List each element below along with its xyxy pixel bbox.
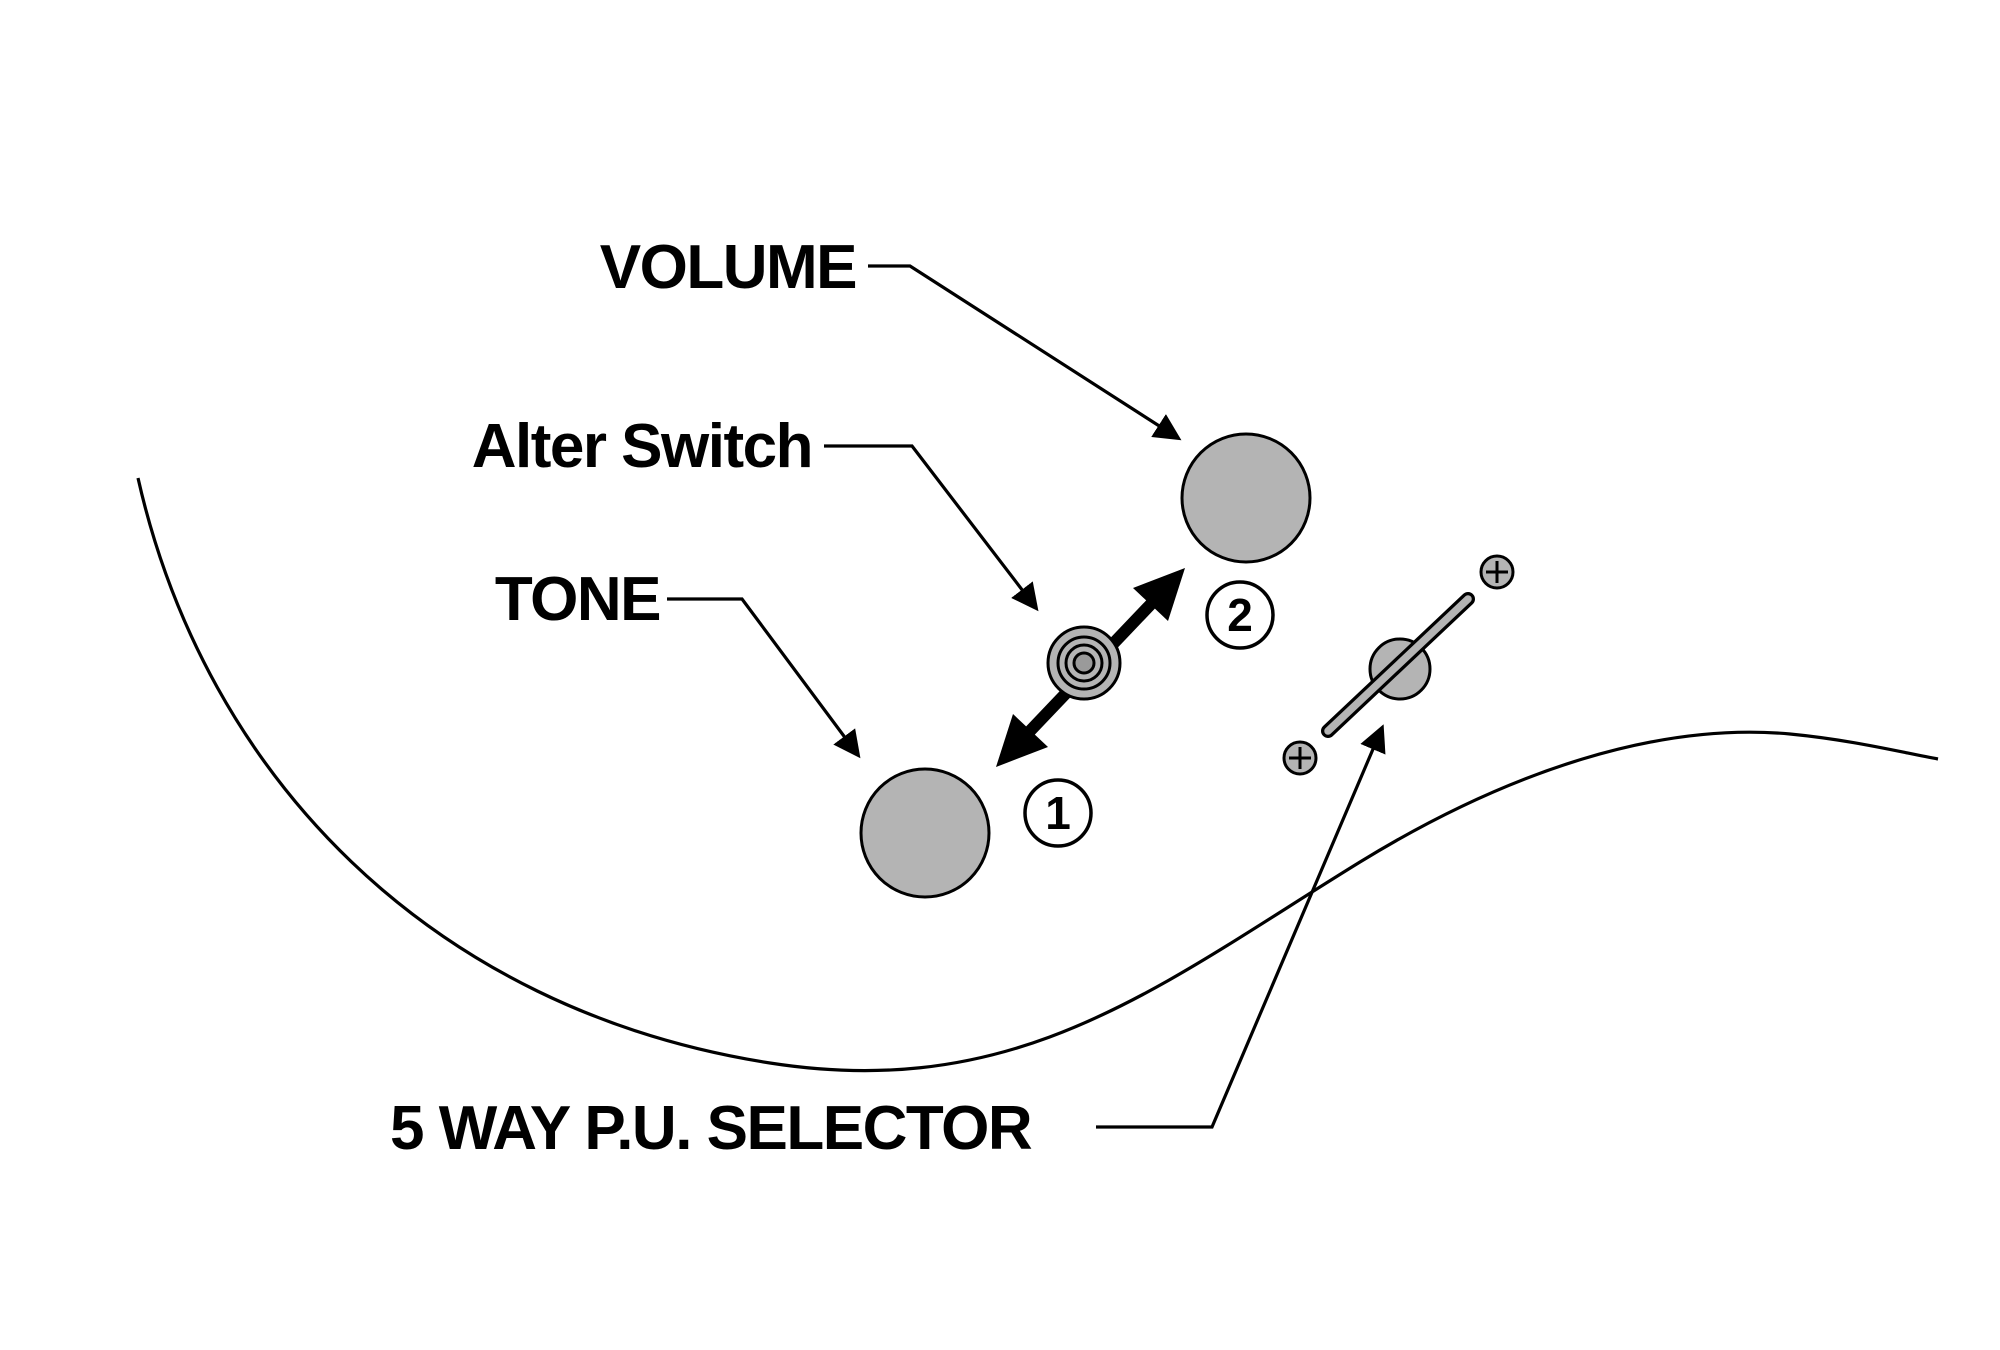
volume-label: VOLUME bbox=[600, 233, 856, 302]
alter-switch-label: Alter Switch bbox=[472, 412, 812, 481]
alter-switch-pointer-line bbox=[824, 444, 1039, 612]
step-1-badge: 1 bbox=[1023, 778, 1093, 848]
selector-pointer-line bbox=[1096, 724, 1386, 1129]
step-2-number: 2 bbox=[1227, 589, 1253, 641]
screw-icon bbox=[1479, 554, 1515, 590]
pickup-selector bbox=[1282, 554, 1515, 776]
direction-arrow-down-head-icon bbox=[996, 714, 1048, 767]
tone-knob bbox=[859, 767, 991, 899]
direction-arrow-up-head-icon bbox=[1133, 568, 1185, 621]
volume-pointer-line bbox=[868, 264, 1182, 441]
step-2-badge: 2 bbox=[1205, 580, 1275, 650]
screw-icon bbox=[1282, 740, 1318, 776]
alter-switch-knob bbox=[1046, 625, 1122, 701]
tone-label: TONE bbox=[495, 565, 660, 634]
alter-switch-core bbox=[1072, 651, 1096, 675]
tone-pointer-line bbox=[667, 597, 861, 759]
pickup-selector-lever bbox=[1324, 595, 1472, 735]
guitar-body-outline bbox=[136, 477, 1939, 1073]
selector-label: 5 WAY P.U. SELECTOR bbox=[390, 1094, 1032, 1163]
step-1-number: 1 bbox=[1045, 787, 1071, 839]
volume-knob bbox=[1180, 432, 1312, 564]
